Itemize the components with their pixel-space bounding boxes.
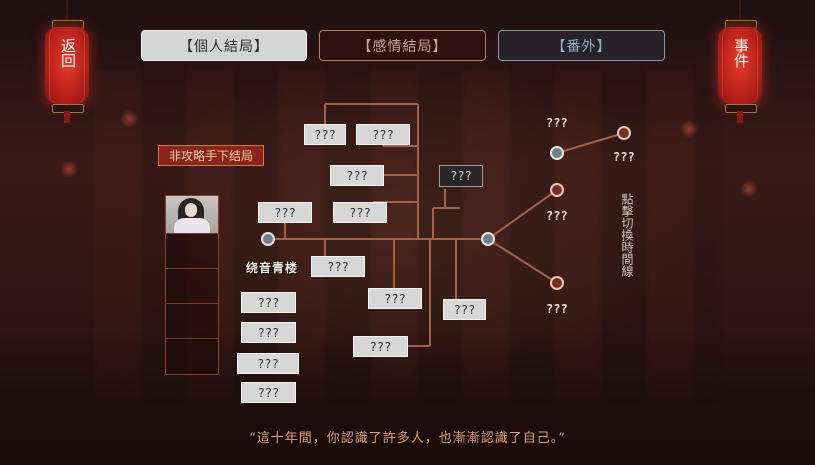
ending-node[interactable]: ??? bbox=[237, 353, 299, 374]
background-lamp bbox=[120, 110, 138, 128]
portrait-slot[interactable] bbox=[166, 303, 218, 338]
tab-personal-endings[interactable]: 【個人結局】 bbox=[141, 30, 307, 61]
lantern-icon bbox=[718, 27, 762, 104]
ending-node[interactable]: ??? bbox=[304, 124, 346, 145]
ending-node[interactable]: ??? bbox=[241, 322, 296, 343]
lantern-icon bbox=[45, 27, 89, 104]
unknown-label: ??? bbox=[613, 150, 635, 164]
back-label: 返回 bbox=[59, 38, 77, 68]
portrait-slot[interactable] bbox=[166, 338, 218, 373]
back-lantern-button[interactable]: 返回 bbox=[42, 0, 92, 123]
events-label: 事件 bbox=[732, 38, 750, 68]
lantern-string bbox=[739, 0, 741, 22]
ending-node[interactable]: ??? bbox=[241, 382, 296, 403]
location-label: 绕音青楼 bbox=[246, 261, 299, 275]
lantern-tassel bbox=[64, 111, 70, 123]
background-lamp bbox=[740, 180, 758, 198]
events-lantern-button[interactable]: 事件 bbox=[715, 0, 765, 123]
ending-node[interactable]: ??? bbox=[443, 299, 486, 320]
timeline-node[interactable] bbox=[481, 232, 495, 246]
lantern-string bbox=[66, 0, 68, 22]
footer-quote: “這十年間，你認識了許多人，也漸漸認識了自己。” bbox=[249, 431, 566, 446]
ending-node[interactable]: ??? bbox=[330, 165, 384, 186]
ending-node[interactable]: ??? bbox=[353, 336, 408, 357]
tab-extra[interactable]: 【番外】 bbox=[498, 30, 665, 61]
branch-line bbox=[487, 238, 558, 284]
unknown-label: ??? bbox=[546, 302, 568, 316]
background-lamp bbox=[680, 120, 698, 138]
background-lamp bbox=[60, 160, 78, 178]
ending-node[interactable]: ??? bbox=[311, 256, 365, 277]
ending-node[interactable]: ??? bbox=[241, 292, 296, 313]
timeline-node[interactable] bbox=[261, 232, 275, 246]
route-label: 非攻略手下结局 bbox=[158, 145, 264, 166]
timeline-node[interactable] bbox=[550, 146, 564, 160]
ending-node[interactable]: ??? bbox=[368, 288, 422, 309]
tab-romance-endings[interactable]: 【感情結局】 bbox=[319, 30, 486, 61]
branch-line bbox=[556, 132, 625, 154]
ending-node[interactable]: ??? bbox=[258, 202, 312, 223]
timeline-node[interactable] bbox=[617, 126, 631, 140]
portrait-face bbox=[185, 203, 197, 217]
ending-node[interactable]: ??? bbox=[333, 202, 387, 223]
character-portrait-list bbox=[165, 195, 219, 375]
portrait-slot[interactable] bbox=[166, 268, 218, 303]
unknown-label: ??? bbox=[546, 116, 568, 130]
ending-node[interactable]: ??? bbox=[356, 124, 410, 145]
portrait-slot[interactable] bbox=[166, 233, 218, 268]
portrait-robe bbox=[174, 218, 210, 233]
ending-node-locked[interactable]: ??? bbox=[439, 165, 483, 187]
timeline-node[interactable] bbox=[550, 276, 564, 290]
unknown-label: ??? bbox=[546, 209, 568, 223]
character-portrait[interactable] bbox=[166, 196, 218, 233]
timeline-node[interactable] bbox=[550, 183, 564, 197]
branch-line bbox=[487, 189, 558, 240]
lantern-tassel bbox=[737, 111, 743, 123]
switch-timeline-hint: 點擊切換時間線 bbox=[620, 193, 634, 277]
